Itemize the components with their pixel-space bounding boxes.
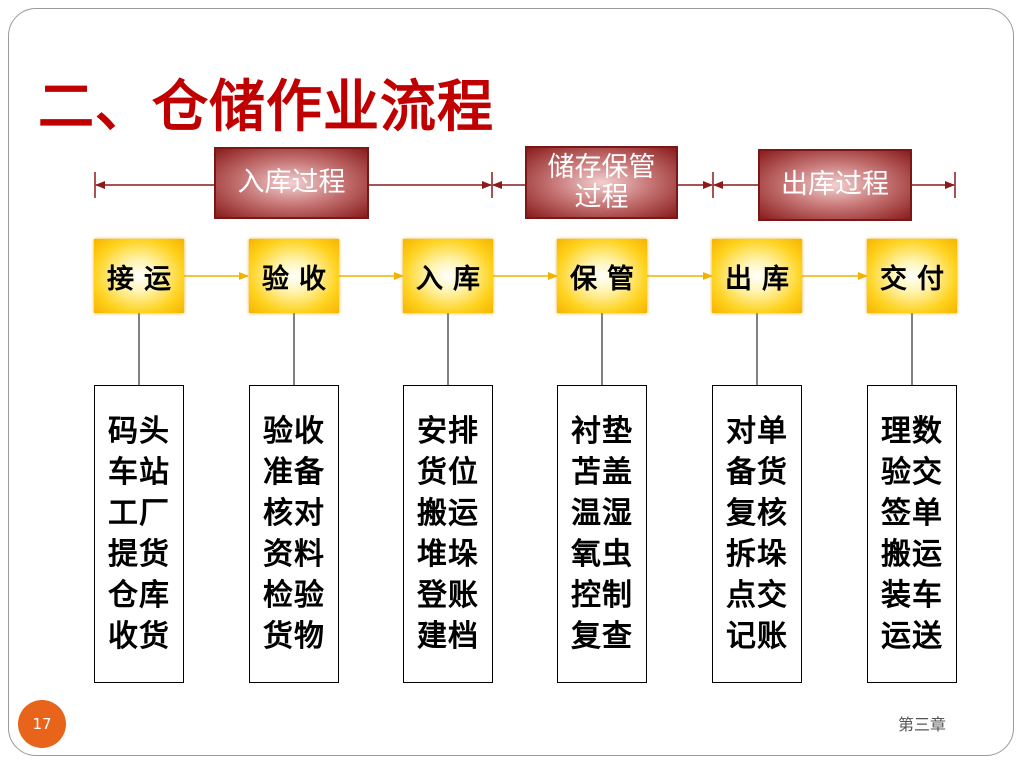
detail-box-receiving: 码头 车站 工厂 提货 仓库 收货	[94, 385, 184, 683]
detail-line: 衬垫	[571, 414, 633, 449]
detail-line: 货物	[263, 619, 325, 654]
detail-line: 点交	[726, 578, 788, 613]
detail-line: 温湿	[571, 496, 633, 531]
detail-line: 验交	[881, 455, 943, 490]
detail-line: 运送	[881, 619, 943, 654]
detail-line: 拆垛	[726, 537, 788, 572]
detail-line: 资料	[263, 537, 325, 572]
detail-line: 理数	[881, 414, 943, 449]
detail-line: 核对	[263, 496, 325, 531]
phase-outbound: 出库过程	[758, 149, 912, 221]
detail-line: 苫盖	[571, 455, 633, 490]
detail-box-warehousing: 安排 货位 搬运 堆垛 登账 建档	[403, 385, 493, 683]
detail-line: 验收	[263, 414, 325, 449]
detail-line: 货位	[417, 455, 479, 490]
detail-line: 建档	[417, 619, 479, 654]
detail-line: 装车	[881, 578, 943, 613]
detail-line: 控制	[571, 578, 633, 613]
slide-frame	[8, 8, 1014, 756]
detail-line: 准备	[263, 455, 325, 490]
detail-line: 安排	[417, 414, 479, 449]
step-receiving: 接运	[94, 239, 184, 313]
detail-line: 复核	[726, 496, 788, 531]
detail-line: 记账	[726, 619, 788, 654]
detail-line: 签单	[881, 496, 943, 531]
detail-line: 码头	[108, 414, 170, 449]
detail-line: 车站	[108, 455, 170, 490]
detail-line: 堆垛	[417, 537, 479, 572]
detail-line: 工厂	[108, 496, 170, 531]
step-storage: 保管	[557, 239, 647, 313]
phase-inbound: 入库过程	[214, 147, 369, 219]
detail-line: 复查	[571, 619, 633, 654]
detail-line: 搬运	[881, 537, 943, 572]
slide-title: 二、仓储作业流程	[38, 75, 494, 140]
detail-line: 仓库	[108, 578, 170, 613]
detail-box-dispatch: 对单 备货 复核 拆垛 点交 记账	[712, 385, 802, 683]
chapter-label: 第三章	[898, 715, 947, 734]
detail-line: 搬运	[417, 496, 479, 531]
detail-box-storage: 衬垫 苫盖 温湿 氧虫 控制 复查	[557, 385, 647, 683]
detail-line: 检验	[263, 578, 325, 613]
step-dispatch: 出库	[712, 239, 802, 313]
detail-line: 对单	[726, 414, 788, 449]
detail-box-inspection: 验收 准备 核对 资料 检验 货物	[249, 385, 339, 683]
step-delivery: 交付	[867, 239, 957, 313]
detail-line: 备货	[726, 455, 788, 490]
detail-line: 收货	[108, 619, 170, 654]
phase-storage: 储存保管 过程	[525, 146, 678, 219]
step-warehousing: 入库	[403, 239, 493, 313]
detail-box-delivery: 理数 验交 签单 搬运 装车 运送	[867, 385, 957, 683]
detail-line: 登账	[417, 578, 479, 613]
detail-line: 提货	[108, 537, 170, 572]
step-inspection: 验收	[249, 239, 339, 313]
page-number-badge: 17	[18, 700, 66, 748]
detail-line: 氧虫	[571, 537, 633, 572]
